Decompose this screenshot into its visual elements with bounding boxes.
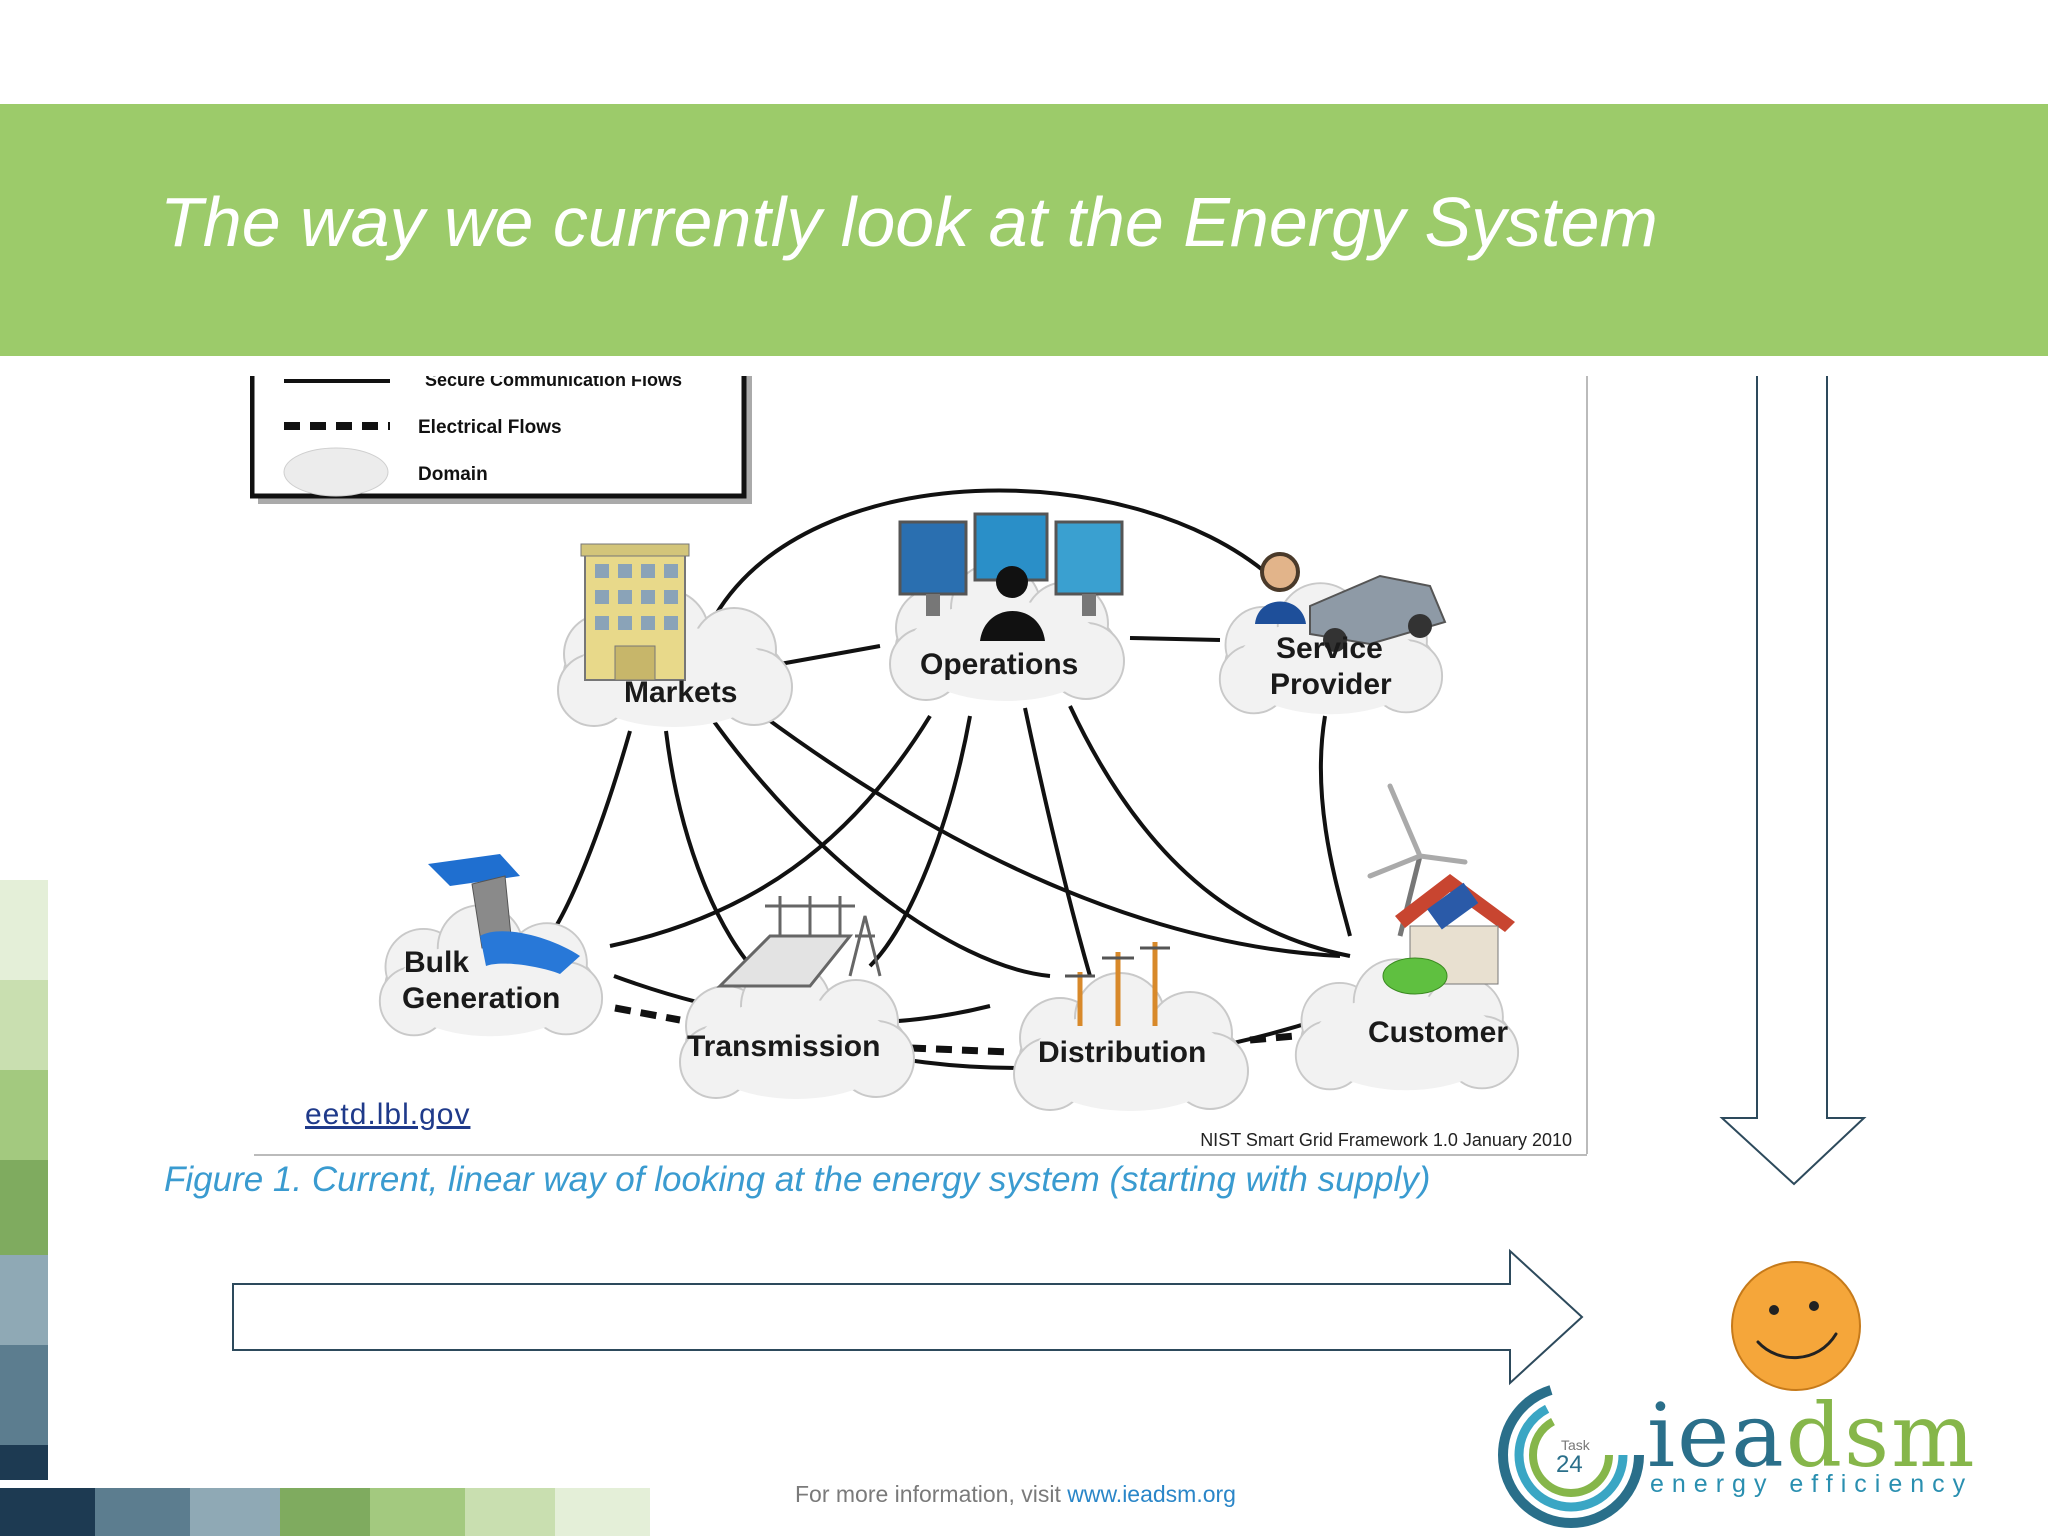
logo-dsm: dsm — [1785, 1384, 1977, 1487]
footer-prefix: For more information, visit — [795, 1481, 1068, 1507]
logo-tagline: energy efficiency — [1650, 1470, 1974, 1498]
node-service-label-2: Provider — [1270, 668, 1392, 701]
transmission-substation-icon — [716, 896, 882, 988]
logo-task-number: 24 — [1556, 1451, 1583, 1478]
service-provider-icon — [1255, 552, 1447, 652]
smiley-face-icon — [1731, 1261, 1861, 1391]
legend-electrical: Electrical Flows — [418, 417, 562, 438]
node-service-label-1: Service — [1276, 632, 1383, 665]
node-bulk-label-1: Bulk — [404, 946, 469, 979]
footer: For more information, visit www.ieadsm.o… — [795, 1481, 1236, 1508]
legend-comm: Secure Communication Flows — [425, 376, 682, 390]
ieadsm-logo-swirl-icon: Task 24 — [1498, 1382, 1644, 1528]
distribution-poles-icon — [1065, 942, 1170, 1026]
bottom-mosaic — [0, 1488, 650, 1536]
markets-building-icon — [580, 543, 690, 681]
footer-website-link[interactable]: www.ieadsm.org — [1067, 1481, 1236, 1507]
node-distribution-label: Distribution — [1038, 1036, 1206, 1069]
right-arrow-icon — [232, 1248, 1584, 1386]
legend-domain: Domain — [418, 464, 488, 485]
down-arrow-icon — [1719, 376, 1867, 1186]
node-bulk-label-2: Generation — [402, 982, 560, 1015]
source-link[interactable]: eetd.lbl.gov — [305, 1098, 471, 1131]
customer-home-icon — [1367, 783, 1515, 995]
node-transmission-label: Transmission — [687, 1030, 880, 1063]
node-markets-label: Markets — [624, 676, 737, 709]
diagram-credit: NIST Smart Grid Framework 1.0 January 20… — [1200, 1130, 1572, 1150]
logo-iea: iea — [1647, 1384, 1786, 1487]
bulk-generation-dam-icon — [428, 854, 580, 974]
left-mosaic — [0, 880, 48, 1480]
logo-task-label: Task — [1561, 1437, 1591, 1453]
logo-wordmark: ieadsm — [1647, 1392, 1977, 1480]
electrical-flows — [614, 1004, 1341, 1056]
node-customer-label: Customer — [1368, 1016, 1508, 1049]
title-band — [0, 104, 2048, 356]
figure-caption: Figure 1. Current, linear way of looking… — [164, 1160, 1431, 1199]
slide-title: The way we currently look at the Energy … — [160, 183, 1658, 261]
diagram-legend: Secure Communication Flows Electrical Fl… — [250, 376, 752, 504]
operations-control-room-icon — [898, 512, 1124, 641]
node-operations-label: Operations — [920, 648, 1078, 681]
smart-grid-diagram: Secure Communication Flows Electrical Fl… — [250, 376, 1588, 1156]
